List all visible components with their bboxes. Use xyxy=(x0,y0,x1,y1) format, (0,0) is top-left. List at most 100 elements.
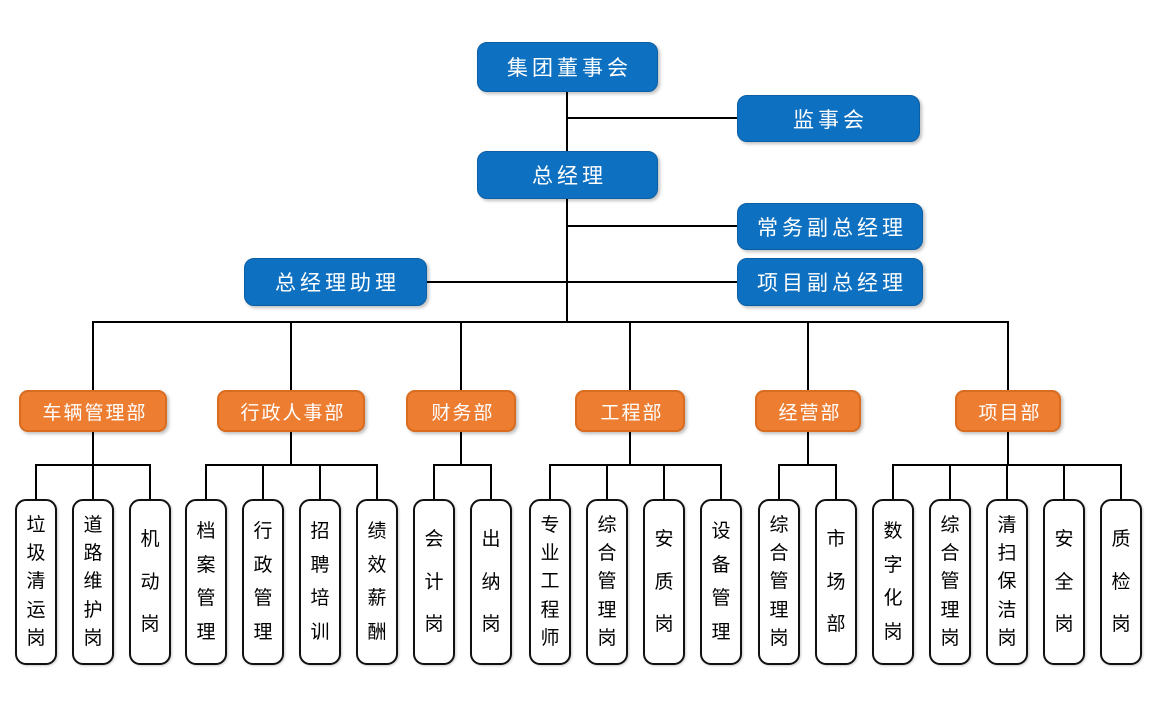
post-label: 机动岗 xyxy=(140,529,160,635)
post-label: 设备管理 xyxy=(711,520,731,644)
post-label: 行政管理 xyxy=(253,520,273,644)
node-exec-deputy-gm-label: 常务副总经理 xyxy=(757,216,907,240)
connector-line xyxy=(206,464,377,466)
connector-line xyxy=(566,117,737,119)
post-box: 会计岗 xyxy=(413,499,455,665)
connector-line xyxy=(434,464,491,466)
post-label: 综合管理岗 xyxy=(769,515,789,649)
connector-line xyxy=(629,321,631,390)
connector-line xyxy=(566,225,737,227)
connector-line xyxy=(566,92,568,151)
connector-line xyxy=(606,464,608,499)
connector-line xyxy=(778,464,780,499)
node-dept-operations: 经营部 xyxy=(755,390,861,432)
connector-line xyxy=(262,464,264,499)
connector-line xyxy=(807,321,809,390)
connector-line xyxy=(779,464,836,466)
connector-line xyxy=(205,464,207,499)
node-project-deputy-gm: 项目副总经理 xyxy=(737,258,923,306)
connector-line xyxy=(149,464,151,499)
connector-line xyxy=(1007,432,1009,465)
post-label: 出纳岗 xyxy=(481,529,501,635)
post-label: 会计岗 xyxy=(424,529,444,635)
post-label: 档案管理 xyxy=(196,520,216,644)
post-box: 垃圾清运岗 xyxy=(15,499,57,665)
connector-line xyxy=(92,321,94,390)
post-box: 档案管理 xyxy=(185,499,227,665)
node-dept-admin-hr: 行政人事部 xyxy=(217,390,365,432)
post-box: 专业工程师 xyxy=(529,499,571,665)
connector-line xyxy=(835,464,837,499)
connector-line xyxy=(629,432,631,465)
post-box: 安全岗 xyxy=(1043,499,1085,665)
post-label: 安全岗 xyxy=(1054,529,1074,635)
dept-label: 经营部 xyxy=(778,402,842,424)
post-box: 市场部 xyxy=(815,499,857,665)
post-label: 清扫保洁岗 xyxy=(997,515,1017,649)
post-box: 绩效薪酬 xyxy=(356,499,398,665)
post-label: 绩效薪酬 xyxy=(367,520,387,644)
node-dept-finance: 财务部 xyxy=(406,390,516,432)
post-box: 安质岗 xyxy=(643,499,685,665)
connector-line xyxy=(807,432,809,465)
connector-line xyxy=(290,432,292,465)
node-gm-assistant-label: 总经理助理 xyxy=(275,272,400,295)
post-box: 出纳岗 xyxy=(470,499,512,665)
dept-label: 项目部 xyxy=(978,402,1042,424)
post-box: 综合管理岗 xyxy=(758,499,800,665)
post-label: 垃圾清运岗 xyxy=(26,515,46,649)
post-box: 综合管理岗 xyxy=(586,499,628,665)
connector-line xyxy=(1063,464,1065,499)
node-exec-deputy-gm: 常务副总经理 xyxy=(737,203,923,250)
post-box: 数字化岗 xyxy=(872,499,914,665)
post-label: 综合管理岗 xyxy=(940,515,960,649)
connector-line xyxy=(1007,321,1009,390)
node-dept-vehicle-management: 车辆管理部 xyxy=(19,390,167,432)
connector-line xyxy=(290,321,292,390)
connector-line xyxy=(376,464,378,499)
connector-line xyxy=(892,464,894,499)
post-box: 行政管理 xyxy=(242,499,284,665)
connector-line xyxy=(92,432,94,465)
post-label: 招聘培训 xyxy=(310,520,330,644)
node-board-label: 集团董事会 xyxy=(507,57,632,80)
node-gm-assistant: 总经理助理 xyxy=(244,258,427,306)
connector-line xyxy=(566,199,568,322)
node-board: 集团董事会 xyxy=(477,42,658,92)
post-label: 安质岗 xyxy=(654,529,674,635)
connector-line xyxy=(427,281,737,283)
connector-line xyxy=(550,464,721,466)
connector-line xyxy=(720,464,722,499)
dept-label: 财务部 xyxy=(431,402,495,424)
post-box: 招聘培训 xyxy=(299,499,341,665)
connector-line xyxy=(460,321,462,390)
dept-label: 车辆管理部 xyxy=(42,402,148,424)
connector-line xyxy=(1120,464,1122,499)
post-box: 清扫保洁岗 xyxy=(986,499,1028,665)
node-dept-engineering: 工程部 xyxy=(575,390,685,432)
post-label: 数字化岗 xyxy=(883,520,903,644)
post-box: 道路维护岗 xyxy=(72,499,114,665)
connector-line xyxy=(949,464,951,499)
post-box: 设备管理 xyxy=(700,499,742,665)
post-label: 道路维护岗 xyxy=(83,515,103,649)
post-label: 综合管理岗 xyxy=(597,515,617,649)
connector-line xyxy=(92,321,1008,323)
connector-line xyxy=(1006,464,1008,499)
connector-line xyxy=(92,464,94,499)
connector-line xyxy=(319,464,321,499)
node-gm: 总经理 xyxy=(477,151,658,199)
connector-line xyxy=(490,464,492,499)
post-box: 质检岗 xyxy=(1100,499,1142,665)
node-dept-project: 项目部 xyxy=(955,390,1061,432)
node-supervisory-label: 监事会 xyxy=(793,108,868,132)
post-label: 质检岗 xyxy=(1111,529,1131,635)
connector-line xyxy=(549,464,551,499)
dept-label: 工程部 xyxy=(600,402,664,424)
post-box: 机动岗 xyxy=(129,499,171,665)
node-supervisory: 监事会 xyxy=(737,95,920,142)
dept-label: 行政人事部 xyxy=(240,402,346,424)
post-label: 市场部 xyxy=(826,529,846,635)
post-label: 专业工程师 xyxy=(540,515,560,649)
